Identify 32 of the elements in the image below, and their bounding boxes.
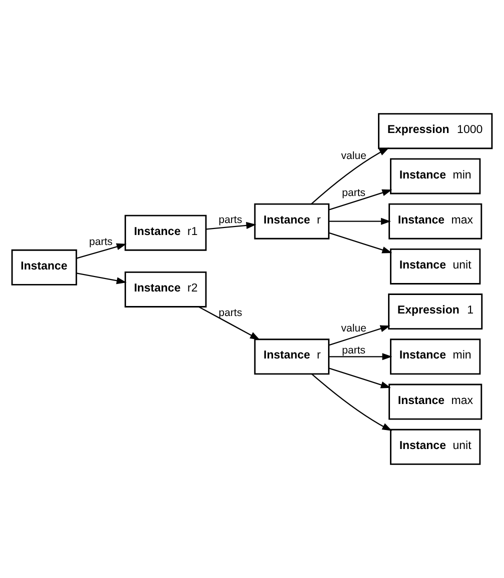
arrow: [328, 325, 390, 346]
edge-label: parts: [342, 187, 366, 200]
arrow: [328, 189, 392, 210]
edge-label: value: [341, 322, 366, 335]
node-box: Instance max: [388, 203, 482, 240]
edge-label: parts: [218, 214, 242, 226]
arrow: [311, 374, 392, 431]
arrow: [206, 222, 256, 230]
node-box: Instance min: [390, 158, 481, 194]
node-box: Expression 1000: [378, 113, 493, 150]
node-box: Instance unit: [390, 248, 481, 284]
node-box: Instance r2: [124, 271, 207, 308]
arrow: [198, 306, 260, 340]
edge-label: parts: [342, 344, 366, 357]
arrow: [328, 353, 392, 360]
arrow: [328, 368, 391, 388]
node-box: Instance r1: [124, 214, 207, 251]
arrow: [328, 232, 392, 254]
arrow: [76, 272, 127, 284]
node-box: Instance unit: [390, 428, 481, 465]
arrow: [311, 148, 390, 204]
node-box: Instance r: [254, 338, 330, 375]
edge-label: parts: [89, 236, 113, 248]
edge-label: value: [341, 150, 366, 162]
arrow: [76, 243, 127, 259]
node-box: Instance max: [388, 384, 482, 420]
arrow: [328, 218, 391, 225]
node-box: Instance min: [390, 338, 481, 375]
node-box: Instance r: [254, 203, 330, 240]
node-box: Instance: [11, 249, 78, 286]
node-box: Expression 1: [388, 294, 483, 330]
edge-label: parts: [218, 307, 242, 320]
